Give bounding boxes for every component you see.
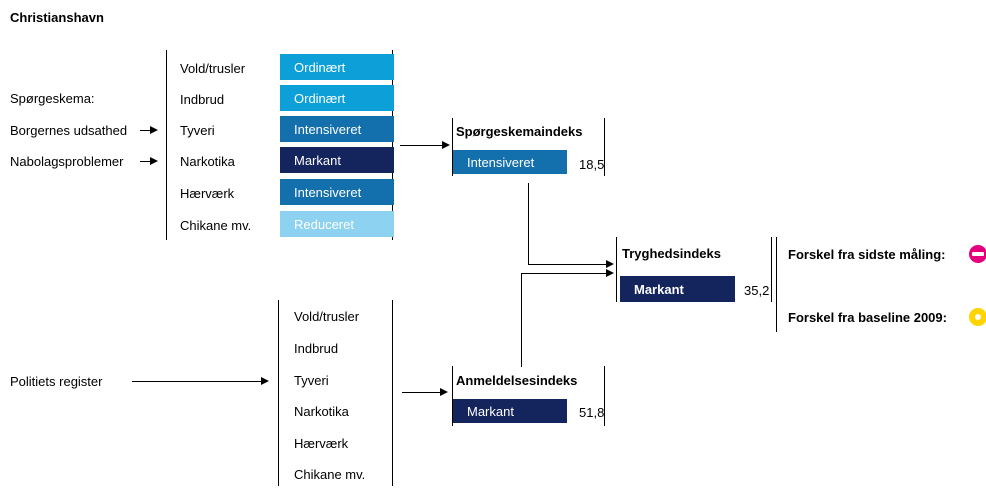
survey-status-box: Markant bbox=[280, 147, 394, 173]
survey-index-status: Intensiveret bbox=[467, 154, 535, 170]
exposure-arrow-line bbox=[140, 130, 152, 131]
report-index-title: Anmeldelsesindeks bbox=[456, 373, 578, 388]
report-index-up-line bbox=[521, 273, 522, 367]
survey-left-bracket bbox=[166, 50, 167, 240]
survey-index-value: 18,5 bbox=[579, 157, 605, 172]
report-index-right-bracket bbox=[604, 366, 605, 426]
exposure-label: Borgernes udsathed bbox=[10, 123, 128, 138]
police-category-label: Chikane mv. bbox=[294, 467, 366, 482]
police-category-label: Narkotika bbox=[294, 404, 349, 419]
police-arrow-line bbox=[132, 381, 262, 382]
neighborhood-arrow-line bbox=[140, 161, 152, 162]
safety-index-status-box: Markant bbox=[620, 276, 735, 302]
safety-index-value: 35,2 bbox=[744, 283, 770, 298]
survey-status-box: Intensiveret bbox=[280, 179, 394, 205]
police-register-label: Politiets register bbox=[10, 374, 103, 389]
survey-index-left-bracket bbox=[452, 118, 453, 176]
survey-status: Intensiveret bbox=[294, 184, 362, 200]
report-to-safety-line bbox=[521, 273, 608, 274]
safety-index-right-bracket bbox=[771, 237, 772, 302]
report-index-status-box: Markant bbox=[453, 399, 567, 423]
survey-label: Vold/trusler bbox=[180, 61, 246, 76]
police-to-index-arrow-line bbox=[402, 392, 442, 393]
survey-to-safety-line bbox=[528, 264, 608, 265]
police-category-label: Hærværk bbox=[294, 436, 349, 451]
survey-to-index-arrow-line bbox=[400, 145, 444, 146]
survey-status-box: Ordinært bbox=[280, 54, 394, 80]
police-right-bracket bbox=[392, 300, 393, 486]
survey-label: Hærværk bbox=[180, 186, 235, 201]
survey-index-title: Spørgeskemaindeks bbox=[456, 124, 583, 139]
survey-status: Intensiveret bbox=[294, 121, 362, 137]
police-category-label: Tyveri bbox=[294, 373, 329, 388]
safety-index-status: Markant bbox=[634, 281, 684, 297]
minus-circle-icon bbox=[969, 245, 986, 263]
page-title: Christianshavn bbox=[10, 10, 104, 25]
police-to-index-arrow-head bbox=[440, 388, 448, 396]
difference-baseline-label: Forskel fra baseline 2009: bbox=[788, 310, 947, 325]
police-left-bracket bbox=[278, 300, 279, 486]
exposure-arrow-head bbox=[150, 126, 158, 134]
report-to-safety-arrow-head bbox=[606, 269, 614, 277]
survey-label: Indbrud bbox=[180, 92, 225, 107]
survey-status: Ordinært bbox=[294, 59, 346, 75]
survey-to-index-arrow-head bbox=[442, 141, 450, 149]
report-index-value: 51,8 bbox=[579, 405, 605, 420]
safety-index-left-bracket bbox=[616, 237, 617, 302]
report-index-left-bracket bbox=[452, 366, 453, 426]
survey-index-status-box: Intensiveret bbox=[453, 150, 567, 174]
neighborhood-arrow-head bbox=[150, 157, 158, 165]
survey-to-safety-arrow-head bbox=[606, 260, 614, 268]
differences-bracket bbox=[776, 237, 777, 332]
survey-status-box: Ordinært bbox=[280, 85, 394, 111]
questionnaire-label: Spørgeskema: bbox=[10, 91, 95, 106]
police-category-label: Vold/trusler bbox=[294, 309, 360, 324]
survey-index-right-bracket bbox=[604, 118, 605, 176]
survey-label: Chikane mv. bbox=[180, 218, 252, 233]
survey-index-down-line bbox=[528, 183, 529, 265]
survey-label: Tyveri bbox=[180, 123, 215, 138]
survey-status: Ordinært bbox=[294, 90, 346, 106]
survey-label: Narkotika bbox=[180, 154, 235, 169]
survey-status-box: Intensiveret bbox=[280, 116, 394, 142]
survey-status: Markant bbox=[294, 152, 341, 168]
survey-status: Reduceret bbox=[294, 216, 354, 232]
report-index-status: Markant bbox=[467, 403, 514, 419]
survey-status-box: Reduceret bbox=[280, 211, 394, 237]
safety-index-title: Tryghedsindeks bbox=[622, 246, 721, 261]
police-arrow-head bbox=[261, 377, 269, 385]
dot-circle-icon bbox=[969, 308, 986, 326]
neighborhood-label: Nabolagsproblemer bbox=[10, 154, 124, 169]
difference-last-label: Forskel fra sidste måling: bbox=[788, 247, 946, 262]
survey-right-bracket bbox=[392, 50, 393, 240]
police-category-label: Indbrud bbox=[294, 341, 339, 356]
